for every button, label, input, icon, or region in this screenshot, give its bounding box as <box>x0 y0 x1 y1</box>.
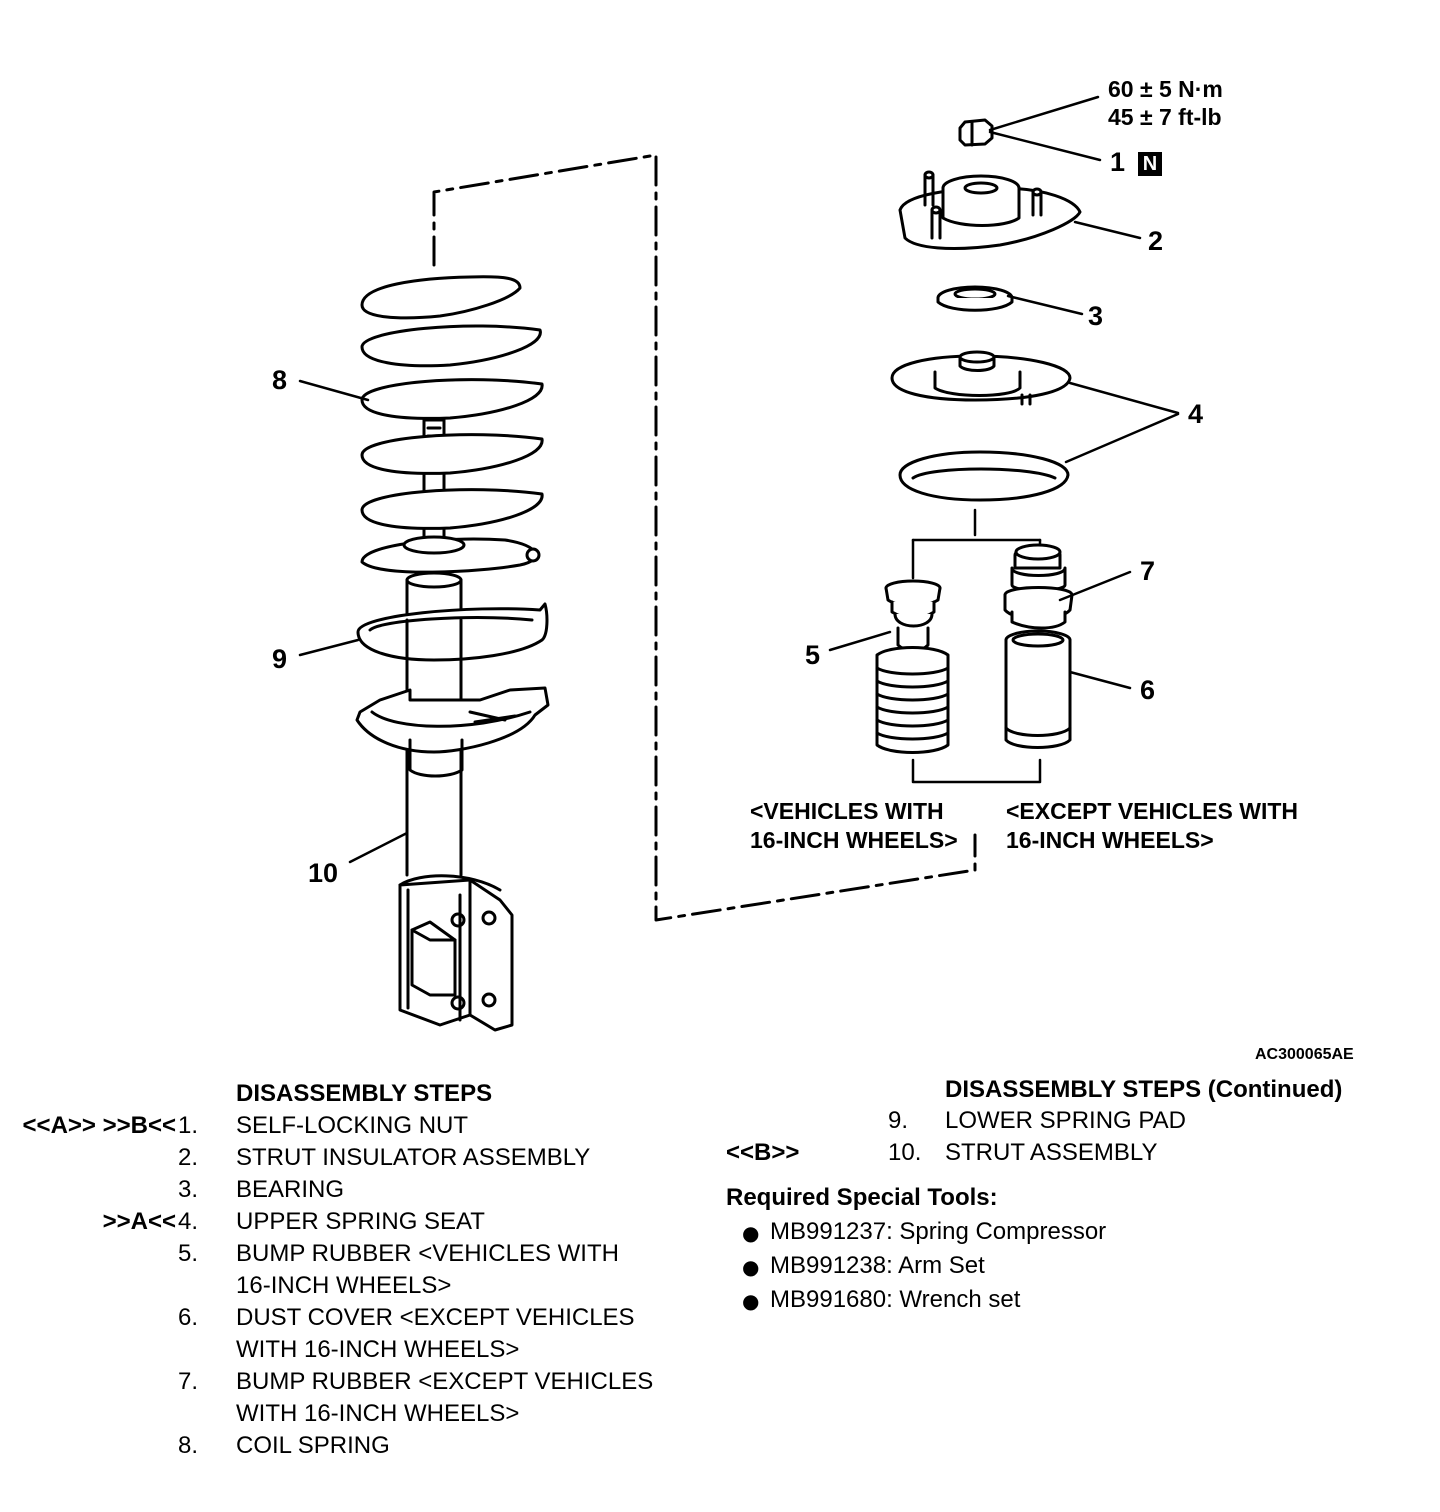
step-label: UPPER SPRING SEAT <box>236 1208 485 1235</box>
callout-3: 3 <box>1088 301 1104 331</box>
bearing-drawing <box>936 285 1014 312</box>
step-label: STRUT ASSEMBLY <box>945 1139 1158 1166</box>
torque-ftlb: 45 ± 7 ft-lb <box>1108 104 1222 130</box>
upper-spring-seat-drawing <box>890 350 1072 502</box>
steps-left-title: DISASSEMBLY STEPS <box>236 1080 493 1107</box>
step-number: 7. <box>178 1368 199 1395</box>
callout-1: 1 <box>1110 147 1126 177</box>
step-number: 6. <box>178 1304 199 1331</box>
bump-rubber-16in-drawing <box>875 579 950 754</box>
callout-10: 10 <box>308 858 339 888</box>
dust-cover-drawing <box>1004 629 1072 749</box>
callout-7: 7 <box>1140 556 1156 586</box>
tool-item: MB991237: Spring Compressor <box>770 1218 1107 1245</box>
assembly-reference-line <box>432 153 977 922</box>
step-label: BUMP RUBBER <EXCEPT VEHICLES <box>236 1368 654 1395</box>
step-label: DUST COVER <EXCEPT VEHICLES <box>236 1304 635 1331</box>
callout-8: 8 <box>272 365 288 395</box>
bullet-icon: ● <box>742 1255 760 1279</box>
step-number: 8. <box>178 1432 199 1459</box>
group-right-label-line1: <EXCEPT VEHICLES WITH <box>1006 798 1299 824</box>
figure-code: AC300065AE <box>1255 1046 1354 1063</box>
group-right-label-line2: 16-INCH WHEELS> <box>1006 827 1214 853</box>
callout-6: 6 <box>1140 675 1156 705</box>
step-number: 5. <box>178 1240 199 1267</box>
bump-rubber-except-16in-drawing <box>1003 543 1074 630</box>
strut-insulator-drawing <box>898 170 1082 250</box>
step-number: 4. <box>178 1208 199 1235</box>
self-locking-nut-drawing <box>958 118 994 147</box>
step-number: 2. <box>178 1144 199 1171</box>
step-label: LOWER SPRING PAD <box>945 1107 1186 1134</box>
step-label: SELF-LOCKING NUT <box>236 1112 469 1139</box>
group-left-label-line2: 16-INCH WHEELS> <box>750 827 958 853</box>
callout-2: 2 <box>1148 226 1164 256</box>
step-ref: <<A>> >>B<< <box>22 1112 176 1139</box>
tool-item: MB991238: Arm Set <box>770 1252 985 1279</box>
step-label: BEARING <box>236 1176 345 1203</box>
coil-spring-drawing <box>360 275 544 574</box>
step-label: WITH 16-INCH WHEELS> <box>236 1400 520 1427</box>
step-label: STRUT INSULATOR ASSEMBLY <box>236 1144 591 1171</box>
callout-4: 4 <box>1188 399 1204 429</box>
step-ref: <<B>> <box>726 1139 800 1166</box>
step-label: COIL SPRING <box>236 1432 390 1459</box>
tools-title: Required Special Tools: <box>726 1184 998 1211</box>
torque-nm: 60 ± 5 N·m <box>1108 76 1223 102</box>
lower-spring-pad-drawing <box>356 602 549 662</box>
callout-5: 5 <box>805 640 821 670</box>
step-number: 10. <box>888 1139 922 1166</box>
step-ref: >>A<< <box>102 1208 176 1235</box>
callout-9: 9 <box>272 644 288 674</box>
exploded-view-diagram <box>298 95 1180 1032</box>
new-part-mark: N <box>1142 153 1158 175</box>
steps-right-title: DISASSEMBLY STEPS (Continued) <box>945 1076 1343 1103</box>
step-number: 9. <box>888 1107 909 1134</box>
step-number: 1. <box>178 1112 199 1139</box>
tool-item: MB991680: Wrench set <box>770 1286 1021 1313</box>
step-label: WITH 16-INCH WHEELS> <box>236 1336 520 1363</box>
step-number: 3. <box>178 1176 199 1203</box>
bullet-icon: ● <box>742 1221 760 1245</box>
leader-lines <box>298 95 1180 864</box>
group-left-label-line1: <VEHICLES WITH <box>750 798 944 824</box>
step-label: 16-INCH WHEELS> <box>236 1272 452 1299</box>
new-part-mark-box <box>1138 152 1162 176</box>
step-label: BUMP RUBBER <VEHICLES WITH <box>236 1240 619 1267</box>
bullet-icon: ● <box>742 1289 760 1313</box>
